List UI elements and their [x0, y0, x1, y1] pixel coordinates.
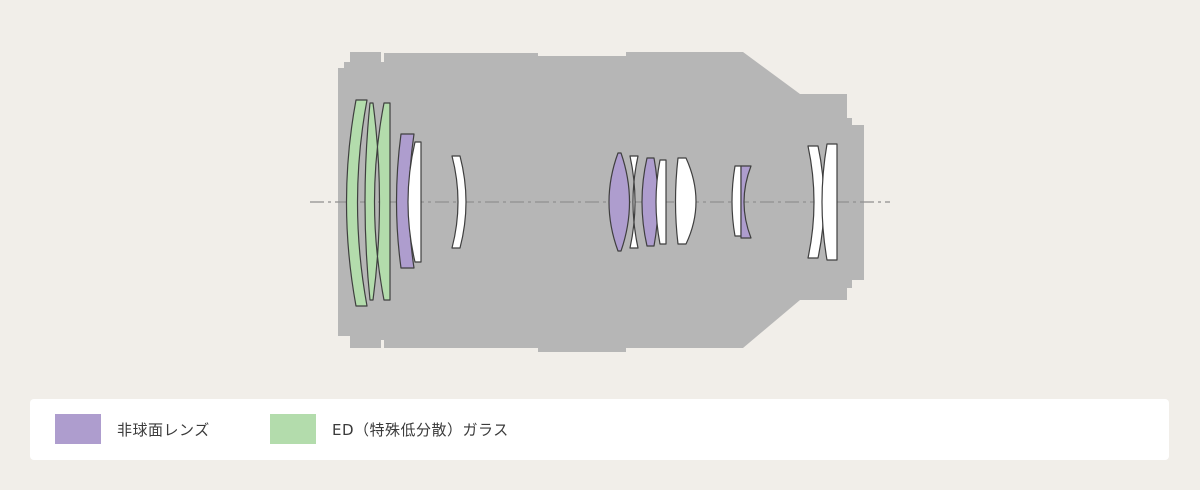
lens-element-7	[629, 155, 639, 249]
lens-element-6	[608, 152, 631, 252]
lens-element-12	[740, 165, 752, 239]
lens-element-10	[674, 157, 697, 245]
lens-barrel	[338, 52, 864, 352]
lens-element-2	[364, 102, 391, 301]
lens-element-13	[807, 145, 825, 259]
legend: 非球面レンズ ED（特殊低分散）ガラス	[30, 399, 1169, 460]
lens-element-11	[731, 165, 742, 237]
lens-element-9	[655, 159, 667, 245]
aspherical-label: 非球面レンズ	[117, 420, 210, 439]
ed-label: ED（特殊低分散）ガラス	[332, 420, 509, 439]
legend-item-ed: ED（特殊低分散）ガラス	[270, 414, 509, 444]
lens-element-1	[345, 99, 368, 307]
ed-swatch	[270, 414, 316, 444]
lens-element-14	[821, 143, 838, 261]
aspherical-swatch	[55, 414, 101, 444]
lens-element-5	[451, 155, 467, 249]
legend-item-aspherical: 非球面レンズ	[55, 414, 210, 444]
lens-element-4	[407, 141, 422, 263]
